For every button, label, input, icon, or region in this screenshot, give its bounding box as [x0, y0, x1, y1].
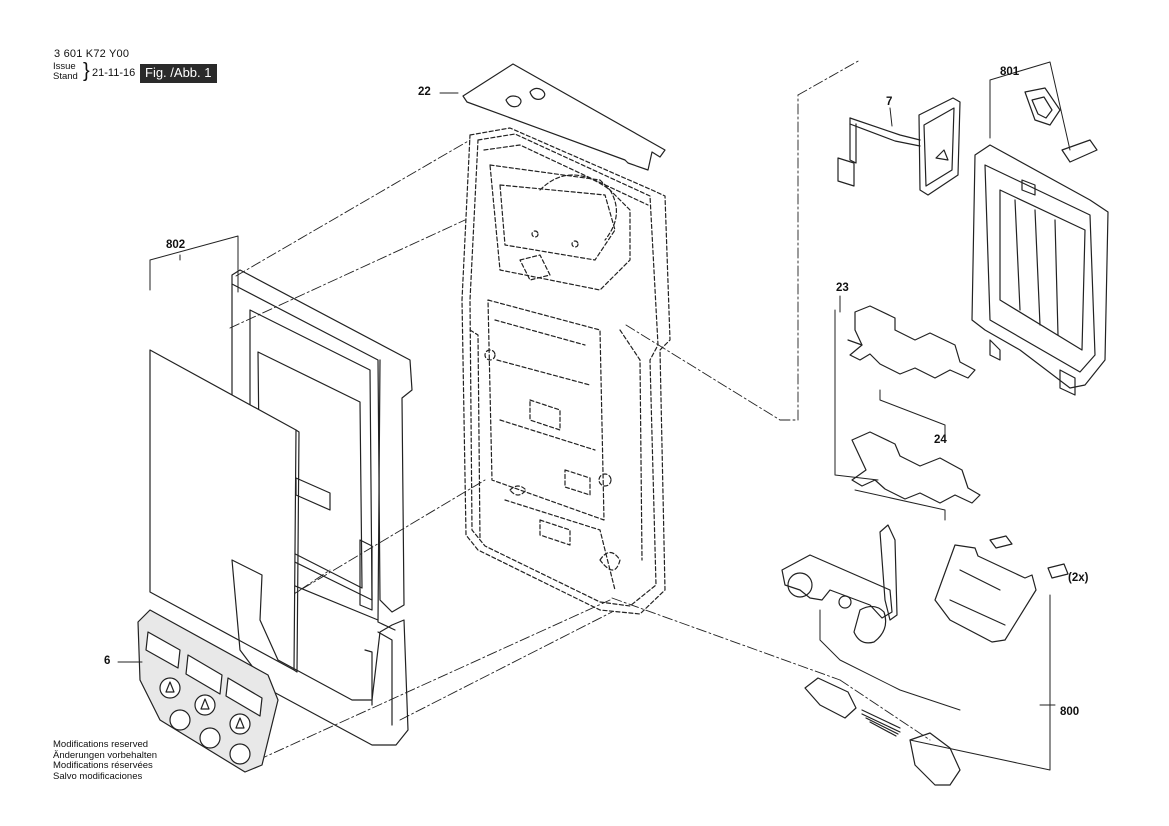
- modifications-notice: Modifications reserved Änderungen vorbeh…: [53, 739, 158, 782]
- notice-line-es: Salvo modificaciones: [53, 770, 143, 782]
- part-801-cover: [971, 87, 1109, 396]
- leader-line: [286, 479, 486, 599]
- callout-22: 22: [418, 86, 431, 98]
- callout-6: 6: [104, 655, 111, 667]
- callout-23: 23: [836, 282, 849, 294]
- document-code: 3 601 K72 Y00: [54, 48, 130, 60]
- bracket-800: [909, 594, 1051, 771]
- bracket-24-lower: [854, 489, 946, 521]
- callout-2x: (2x): [1068, 572, 1089, 584]
- frame-bezel: [231, 559, 409, 746]
- callout-801: 801: [1000, 66, 1020, 78]
- leader-line: [269, 569, 331, 611]
- issue-date: 21-11-16: [92, 67, 136, 79]
- bracket-801: [989, 61, 1071, 151]
- callout-802: 802: [166, 239, 186, 251]
- stand-label: Stand: [53, 71, 78, 82]
- leader-line: [839, 679, 931, 741]
- leader-line: [235, 139, 471, 277]
- part-800-switch-assembly: [781, 524, 1069, 786]
- notice-line-fr: Modifications réservées: [53, 760, 153, 771]
- assembly-leaders: [229, 59, 931, 761]
- issue-stand-labels: Issue Stand: [53, 62, 78, 82]
- bracket-800-inner: [819, 609, 961, 711]
- bracket-802: [149, 235, 239, 293]
- callout-24: 24: [934, 434, 947, 446]
- leader-7: [889, 107, 893, 127]
- callout-brackets: [117, 61, 1071, 771]
- part-23-contact-clip: [847, 305, 976, 379]
- part-22-plate: [462, 63, 666, 171]
- figure-label: Fig. /Abb. 1: [140, 64, 218, 83]
- leader-line: [229, 219, 466, 329]
- part-6-keypad: [137, 609, 279, 773]
- part-802-panel: [149, 349, 300, 673]
- callout-7: 7: [886, 96, 893, 108]
- leader-line: [257, 599, 611, 761]
- callout-800: 800: [1060, 706, 1080, 718]
- issue-label: Issue: [53, 61, 76, 72]
- part-7-ribbon-display: [837, 97, 961, 196]
- bracket-23: [834, 309, 879, 481]
- leader-line: [399, 611, 613, 721]
- main-housing: [461, 127, 671, 615]
- leader-line: [625, 324, 781, 421]
- brace-glyph: }: [83, 60, 90, 82]
- notice-line-de: Änderungen vorbehalten: [53, 749, 158, 761]
- notice-line-en: Modifications reserved: [53, 739, 149, 750]
- leader-line: [611, 597, 841, 681]
- bracket-24: [879, 389, 946, 441]
- leader-line: [797, 59, 861, 96]
- part-24-contact-clip: [851, 431, 981, 504]
